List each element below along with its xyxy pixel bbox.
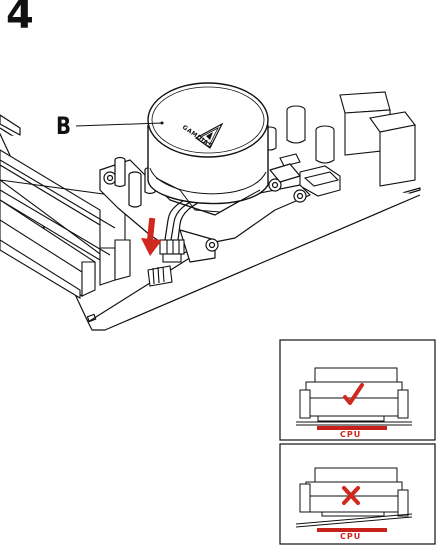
ram-slots xyxy=(0,149,131,299)
cpu-bar-incorrect xyxy=(317,528,387,532)
fan-header-connector xyxy=(159,239,185,263)
correct-mounting-panel xyxy=(279,339,436,441)
cpu-label-incorrect: CPU xyxy=(340,532,362,541)
callout-leader-dot xyxy=(160,121,164,125)
incorrect-pump-side-view xyxy=(295,467,413,528)
step-number: 4 xyxy=(6,0,34,38)
cross-mark-icon xyxy=(342,486,360,505)
check-mark-icon xyxy=(343,383,364,405)
cpu-bar-correct xyxy=(317,426,387,430)
callout-label: B xyxy=(56,112,72,140)
incorrect-mounting-panel xyxy=(279,443,436,545)
cpu-label-correct: CPU xyxy=(340,430,362,439)
motherboard-components xyxy=(263,91,416,197)
pump-head xyxy=(147,82,269,213)
callout-leader-line xyxy=(75,122,163,127)
down-arrow-icon xyxy=(141,217,162,256)
motherboard-header xyxy=(147,265,173,287)
